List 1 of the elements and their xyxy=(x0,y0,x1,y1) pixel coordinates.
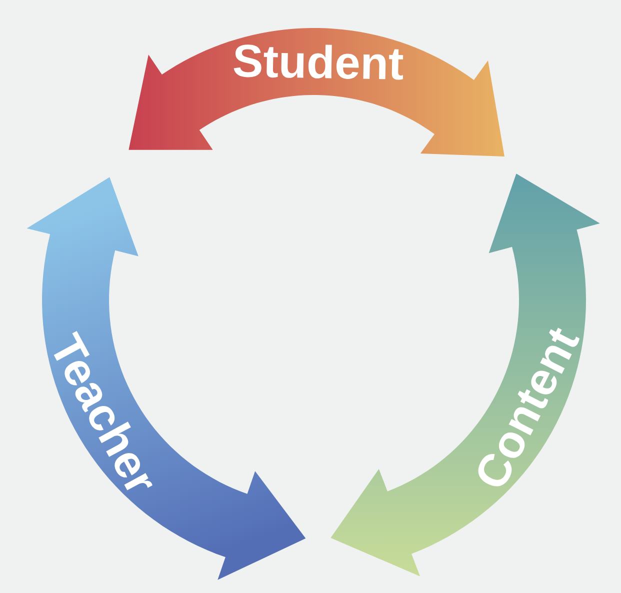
curved-arrow: Student xyxy=(234,44,404,80)
